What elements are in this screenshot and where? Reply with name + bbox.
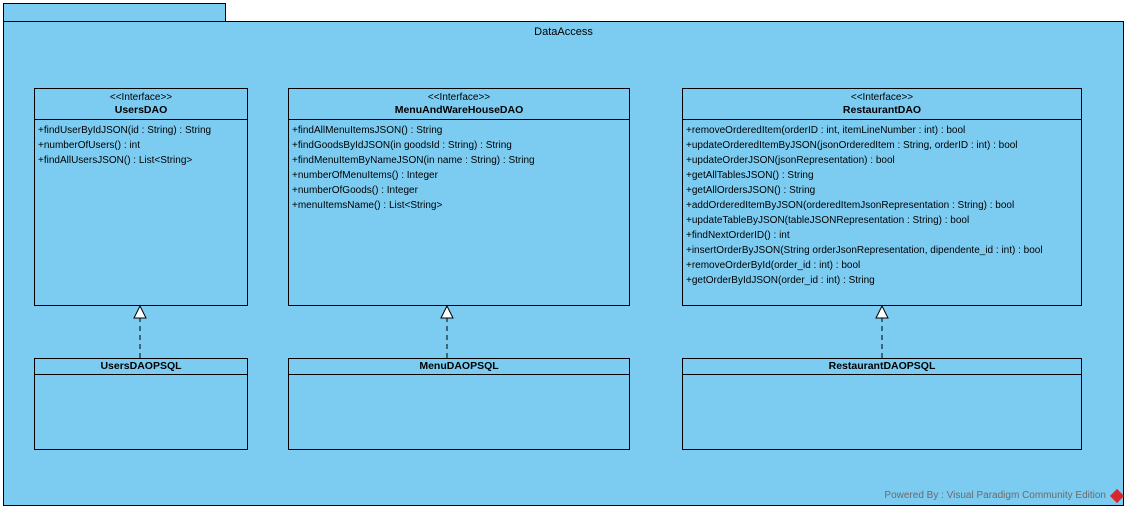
class-name: UsersDAO (114, 104, 168, 116)
interface-menuandwarehousedao[interactable]: <<Interface>> MenuAndWareHouseDAO +findA… (288, 88, 630, 306)
interface-restaurantdao[interactable]: <<Interface>> RestaurantDAO +removeOrder… (682, 88, 1082, 306)
watermark-text: Powered By : Visual Paradigm Community E… (884, 490, 1106, 501)
operation: +findMenuItemByNameJSON(in name : String… (292, 155, 535, 166)
operation: +findAllUsersJSON() : List<String> (38, 155, 193, 166)
operation: +numberOfUsers() : int (38, 140, 140, 151)
operation: +getOrderByIdJSON(order_id : int) : Stri… (686, 275, 875, 286)
operations-list: +removeOrderedItem(orderID : int, itemLi… (683, 120, 1081, 288)
operation: +numberOfMenuItems() : Integer (292, 170, 438, 181)
stereotype-label: <<Interface>> (850, 92, 914, 103)
operation: +findUserByIdJSON(id : String) : String (38, 125, 212, 136)
class-name: MenuAndWareHouseDAO (394, 104, 524, 116)
class-usersdaopsql[interactable]: UsersDAOPSQL (34, 358, 248, 450)
class-header: <<Interface>> UsersDAO (35, 89, 247, 120)
operation: +findAllMenuItemsJSON() : String (292, 125, 443, 136)
operation: +updateOrderJSON(jsonRepresentation) : b… (686, 155, 895, 166)
class-name: UsersDAOPSQL (35, 359, 247, 375)
package-tab (3, 3, 226, 22)
watermark: Powered By : Visual Paradigm Community E… (884, 488, 1125, 503)
operation: +removeOrderById(order_id : int) : bool (686, 260, 861, 271)
operation: +updateOrderedItemByJSON(jsonOrderedItem… (686, 140, 1018, 151)
operation: +findNextOrderID() : int (686, 230, 790, 241)
operation: +getAllTablesJSON() : String (686, 170, 814, 181)
class-header: <<Interface>> MenuAndWareHouseDAO (289, 89, 629, 120)
operation: +insertOrderByJSON(String orderJsonRepre… (686, 245, 1043, 256)
stereotype-label: <<Interface>> (427, 92, 491, 103)
realization-menuandwarehousedao[interactable] (440, 304, 454, 358)
class-name: RestaurantDAOPSQL (683, 359, 1081, 375)
visual-paradigm-logo-icon (1109, 488, 1125, 503)
operation: +numberOfGoods() : Integer (292, 185, 418, 196)
class-header: <<Interface>> RestaurantDAO (683, 89, 1081, 120)
operations-list: +findAllMenuItemsJSON() : String +findGo… (289, 120, 629, 213)
operation: +getAllOrdersJSON() : String (686, 185, 816, 196)
operation: +updateTableByJSON(tableJSONRepresentati… (686, 215, 970, 226)
operation: +menuItemsName() : List<String> (292, 200, 443, 211)
operation: +findGoodsByIdJSON(in goodsId : String) … (292, 140, 512, 151)
operation: +removeOrderedItem(orderID : int, itemLi… (686, 125, 966, 136)
class-name: MenuDAOPSQL (289, 359, 629, 375)
realization-usersdao[interactable] (133, 304, 147, 358)
class-restaurantdaopsql[interactable]: RestaurantDAOPSQL (682, 358, 1082, 450)
stereotype-label: <<Interface>> (109, 92, 173, 103)
realization-restaurantdao[interactable] (875, 304, 889, 358)
operations-list: +findUserByIdJSON(id : String) : String … (35, 120, 247, 168)
class-menudaopsql[interactable]: MenuDAOPSQL (288, 358, 630, 450)
interface-usersdao[interactable]: <<Interface>> UsersDAO +findUserByIdJSON… (34, 88, 248, 306)
package-name: DataAccess (534, 26, 593, 38)
class-name: RestaurantDAO (842, 104, 922, 116)
operation: +addOrderedItemByJSON(orderedItemJsonRep… (686, 200, 1015, 211)
